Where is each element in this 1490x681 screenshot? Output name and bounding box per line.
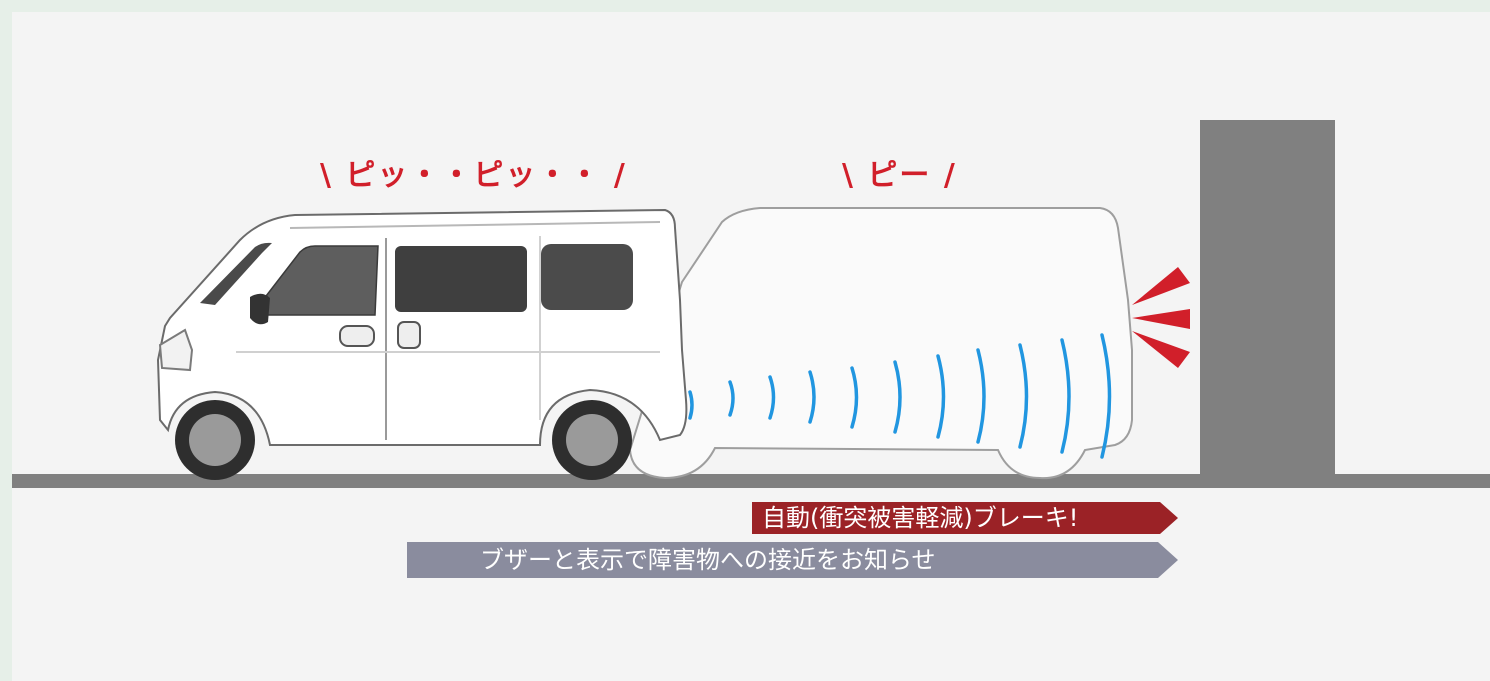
- rear-window: [541, 244, 633, 310]
- ground-line: [12, 474, 1490, 488]
- brake-arrow-label: 自動(衝突被害軽減)ブレーキ!: [762, 504, 1079, 532]
- long-beep-sound-label: \ ピー /: [842, 158, 957, 193]
- brake-arrow-shape: [752, 502, 1178, 534]
- alert-marks: [1132, 267, 1190, 368]
- sensor-waves: [688, 333, 1112, 459]
- buzzer-arrow-shape: [407, 542, 1178, 578]
- ghost-van: [628, 207, 1133, 480]
- rear-wheel: [552, 400, 632, 480]
- front-window: [262, 245, 379, 316]
- beep-sound-label: \ ピッ・・ピッ・・ /: [320, 158, 627, 193]
- middle-window: [395, 246, 527, 312]
- buzzer-arrow-label: ブザーと表示で障害物への接近をお知らせ: [480, 546, 936, 574]
- windshield: [200, 242, 272, 305]
- front-wheel: [175, 400, 255, 480]
- van: [156, 208, 688, 480]
- obstacle-wall: [1200, 120, 1335, 476]
